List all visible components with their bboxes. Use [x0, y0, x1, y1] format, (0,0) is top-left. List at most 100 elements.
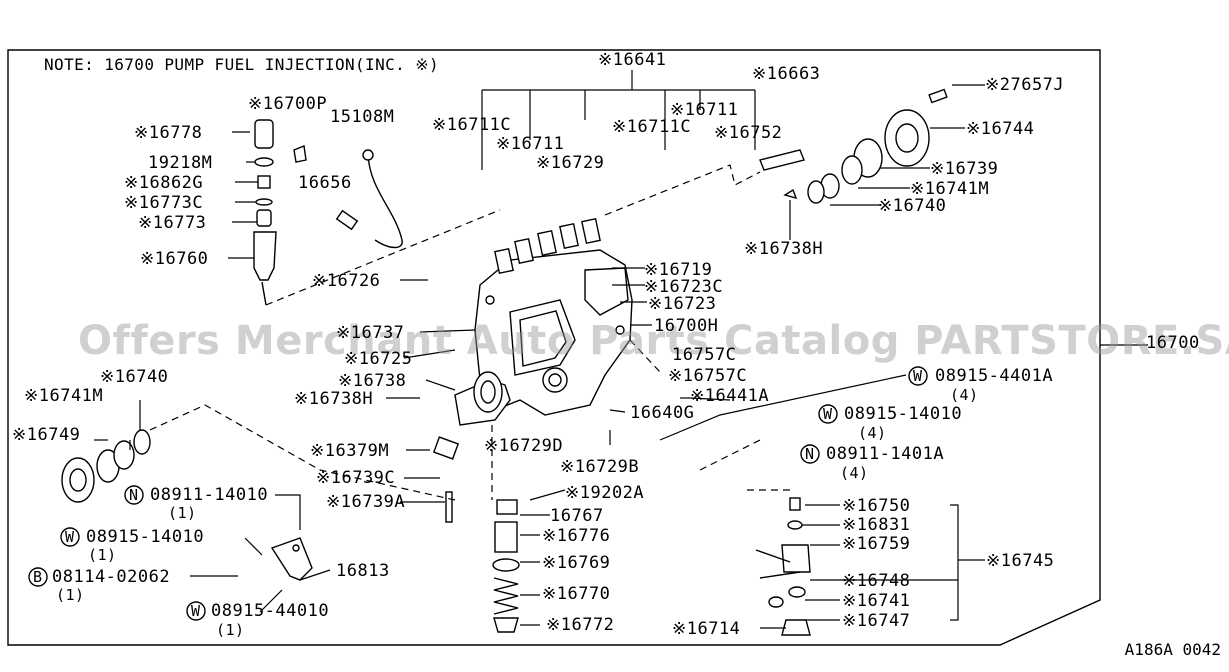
part-label[interactable]: ※16745	[986, 551, 1055, 571]
part-label[interactable]: ※16725	[344, 349, 413, 369]
part-label[interactable]: ※16739C	[316, 468, 396, 488]
part-label[interactable]: 16640G	[630, 403, 695, 423]
badge-letter: N	[129, 486, 139, 504]
lever-assembly-drawing	[755, 497, 811, 636]
badge-letter: N	[805, 445, 815, 463]
part-label[interactable]: ※16729	[536, 153, 605, 173]
part-label[interactable]: ※16663	[752, 64, 821, 84]
part-label[interactable]: ※19202A	[565, 483, 645, 503]
part-label[interactable]: ※16719	[644, 260, 713, 280]
part-label[interactable]: ※16737	[336, 323, 405, 343]
part-qty: (1)	[56, 586, 85, 604]
part-label[interactable]: 15108M	[330, 107, 395, 127]
part-label[interactable]: ※16739	[930, 159, 999, 179]
part-label[interactable]: ※16750	[842, 496, 911, 516]
part-label[interactable]: ※16729D	[484, 436, 564, 456]
badge-w-icon	[908, 366, 928, 386]
part-label[interactable]: ※16773	[138, 213, 207, 233]
part-label[interactable]: ※16726	[312, 271, 381, 291]
part-label[interactable]: ※16700P	[248, 94, 328, 114]
part-label[interactable]: ※16831	[842, 515, 911, 535]
part-label[interactable]: ※16739A	[326, 492, 406, 512]
part-label[interactable]: ※16723	[648, 294, 717, 314]
part-label[interactable]: ※16738	[338, 371, 407, 391]
part-label[interactable]: ※16773C	[124, 193, 204, 213]
part-label[interactable]: 08915-14010	[86, 527, 205, 547]
part-label[interactable]: ※16641	[598, 50, 667, 70]
part-label[interactable]: 08915-44010	[211, 601, 330, 621]
part-qty: (1)	[88, 546, 117, 564]
badge-letter: W	[913, 367, 923, 385]
part-label[interactable]: ※16738H	[744, 239, 824, 259]
part-label[interactable]: ※16714	[672, 619, 741, 639]
part-label[interactable]: ※16770	[542, 584, 611, 604]
part-label[interactable]: ※16862G	[124, 173, 204, 193]
part-label[interactable]: ※16759	[842, 534, 911, 554]
badge-n-icon	[124, 485, 144, 505]
part-label[interactable]: 19218M	[148, 153, 213, 173]
part-label[interactable]: 08911-14010	[150, 485, 269, 505]
part-label[interactable]: ※16752	[714, 123, 783, 143]
badge-letter: W	[823, 405, 833, 423]
part-label[interactable]: ※16738H	[294, 389, 374, 409]
part-label[interactable]: 16656	[298, 173, 352, 193]
part-label[interactable]: ※16379M	[310, 441, 390, 461]
part-label[interactable]: ※16740	[100, 367, 169, 387]
governor-cover-drawing	[759, 88, 948, 204]
part-label[interactable]: 08915-4401A	[935, 366, 1054, 386]
part-label[interactable]: 16757C	[672, 345, 737, 365]
part-label[interactable]: ※16711	[670, 100, 739, 120]
badge-letter: W	[191, 602, 201, 620]
part-label[interactable]: ※16749	[12, 425, 81, 445]
part-label[interactable]: ※16741M	[910, 179, 990, 199]
part-label[interactable]: ※16741M	[24, 386, 104, 406]
link-plate-drawing	[270, 436, 460, 581]
part-label[interactable]: 16700H	[654, 316, 719, 336]
badge-n-icon	[800, 444, 820, 464]
badge-letter: W	[65, 528, 75, 546]
watermark: Offers Merchant Auto Parts Catalog PARTS…	[78, 318, 1229, 364]
part-qty: (1)	[168, 504, 197, 522]
plunger-stack-drawing	[492, 499, 520, 633]
part-label[interactable]: ※16747	[842, 611, 911, 631]
part-qty: (1)	[216, 621, 245, 639]
part-label[interactable]: ※16711	[496, 134, 565, 154]
part-label[interactable]: 16813	[336, 561, 390, 581]
part-label[interactable]: ※27657J	[985, 75, 1065, 95]
badge-b-icon	[28, 567, 48, 587]
badge-w-icon	[818, 404, 838, 424]
bracket-16641	[481, 70, 756, 170]
diagram-code: A186A 0042	[1124, 640, 1221, 659]
part-label[interactable]: ※16748	[842, 571, 911, 591]
badge-w-icon	[186, 601, 206, 621]
part-label[interactable]: ※16772	[546, 615, 615, 635]
part-label[interactable]: ※16744	[966, 119, 1035, 139]
part-label[interactable]: 08911-1401A	[826, 444, 945, 464]
part-label[interactable]: ※16769	[542, 553, 611, 573]
badge-w-icon	[60, 527, 80, 547]
pump-body-drawing	[454, 217, 633, 426]
part-qty: (4)	[840, 464, 869, 482]
part-qty: (4)	[858, 424, 887, 442]
part-label[interactable]: 16700	[1146, 333, 1200, 353]
part-label[interactable]: ※16741	[842, 591, 911, 611]
diagram-note: NOTE: 16700 PUMP FUEL INJECTION(INC. ※)	[44, 55, 440, 74]
part-label[interactable]: 08114-02062	[52, 567, 171, 587]
part-qty: (4)	[950, 386, 979, 404]
part-label[interactable]: ※16711C	[612, 117, 692, 137]
part-label[interactable]: ※16723C	[644, 277, 724, 297]
part-label[interactable]: ※16760	[140, 249, 209, 269]
part-label[interactable]: ※16776	[542, 526, 611, 546]
part-label[interactable]: ※16757C	[668, 366, 748, 386]
part-label[interactable]: 16767	[550, 506, 604, 526]
part-label[interactable]: ※16778	[134, 123, 203, 143]
part-label[interactable]: 08915-14010	[844, 404, 963, 424]
part-label[interactable]: ※16441A	[690, 386, 770, 406]
part-label[interactable]: ※16711C	[432, 115, 512, 135]
part-label[interactable]: ※16729B	[560, 457, 640, 477]
bearing-set-drawing	[61, 429, 151, 503]
part-label[interactable]: ※16740	[878, 196, 947, 216]
